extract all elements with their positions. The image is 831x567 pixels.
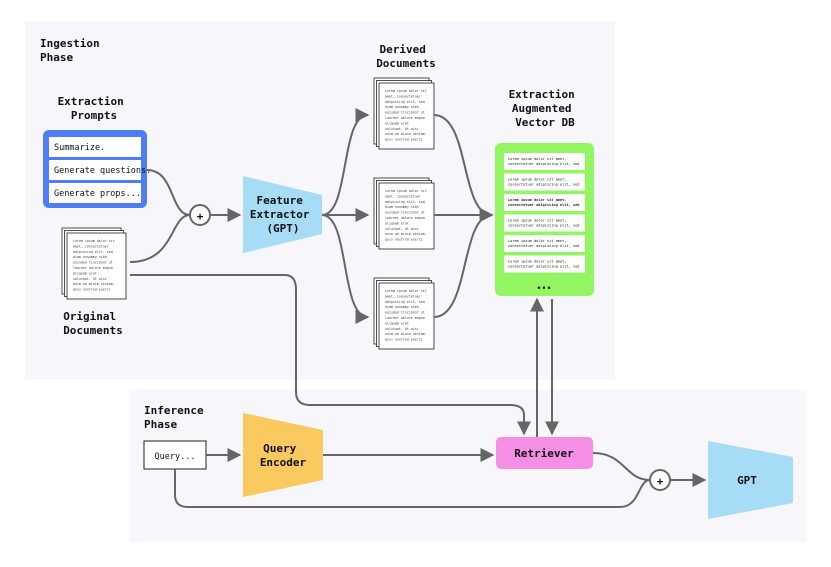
document-text-line: volutpat. Ut wisi bbox=[385, 227, 419, 231]
document-text-line: diam nonummy nibh bbox=[385, 205, 419, 209]
document-text-line: Lorem ipsum dolor sit bbox=[73, 239, 115, 243]
vector-db-row bbox=[504, 194, 585, 211]
document-text-line: enim ad minim veniam, bbox=[385, 232, 427, 236]
vector-db-row-text: Lorem ipsum dolor sit amet, bbox=[508, 157, 566, 161]
retriever-label: Retriever bbox=[514, 447, 574, 460]
document-text-line: amet, consectetuer bbox=[385, 294, 421, 298]
vector-db-row-text: Lorem ipsum dolor sit amet, bbox=[508, 219, 566, 223]
document-text-line: diam nonummy nibh bbox=[385, 105, 419, 109]
document-sheet bbox=[66, 232, 127, 300]
document-text-line: laoreet dolore magna bbox=[385, 216, 425, 220]
document-text-line: aliquam erat bbox=[385, 321, 409, 325]
document-text-line: enim ad minim veniam, bbox=[73, 282, 115, 286]
vector-db-row-text: Lorem ipsum dolor sit amet, bbox=[508, 178, 566, 182]
inference-phase-panel bbox=[130, 390, 806, 542]
document-text-line: aliquam erat bbox=[385, 221, 409, 225]
document-sheet bbox=[378, 82, 435, 150]
document-text-line: laoreet dolore magna bbox=[385, 316, 425, 320]
vector-db-row-text: Lorem ipsum dolor sit amet, bbox=[508, 239, 566, 243]
document-text-line: volutpat. Ut wisi bbox=[385, 127, 419, 131]
document-text-line: Lorem ipsum dolor sit bbox=[385, 189, 427, 193]
document-text-line: euismod tincidunt ut bbox=[385, 111, 425, 115]
prompt-item-generate-props: Generate props... bbox=[54, 189, 141, 199]
document-text-line: enim ad minim veniam, bbox=[385, 132, 427, 136]
document-text-line: Lorem ipsum dolor sit bbox=[385, 289, 427, 293]
document-text-line: diam nonummy nibh bbox=[385, 305, 419, 309]
original-documents-label: Original Documents bbox=[63, 310, 123, 337]
vector-db-row bbox=[504, 153, 585, 170]
vector-db-row-text: Lorem ipsum dolor sit amet, bbox=[508, 198, 566, 202]
extraction-prompts-title: Extraction Prompts bbox=[58, 95, 131, 122]
edges bbox=[129, 108, 707, 508]
document-text-line: amet, consectetuer bbox=[385, 94, 421, 98]
document-text-line: euismod tincidunt ut bbox=[385, 211, 425, 215]
vector-db-row bbox=[504, 214, 585, 232]
document-sheet bbox=[378, 182, 435, 250]
vector-db-row-text: consectetuer adipiscing elit, sed bbox=[508, 162, 579, 166]
document-text-line: volutpat. Ut wisi bbox=[385, 327, 419, 331]
document-text-line: aliquam erat bbox=[385, 121, 409, 125]
document-text-line: quis nostrud exerci bbox=[385, 138, 423, 142]
vector-db-ellipsis: ••• bbox=[536, 284, 551, 294]
document-text-line: quis nostrud exerci bbox=[385, 338, 423, 342]
prompt-item-0-box bbox=[49, 137, 141, 157]
vector-db-row-text: consectetuer adipiscing elit, sed bbox=[508, 244, 579, 248]
document-text-line: amet, consectetuer bbox=[385, 194, 421, 198]
prompt-item-2-box bbox=[49, 183, 141, 203]
document-text-line: enim ad minim veniam, bbox=[385, 332, 427, 336]
retriever bbox=[496, 437, 593, 469]
document-sheet bbox=[378, 282, 435, 350]
vector-db-row bbox=[504, 255, 585, 273]
derived-documents-title: Derived Documents bbox=[376, 43, 436, 70]
gpt-model bbox=[708, 441, 793, 519]
vector-db-row-text: Lorem ipsum dolor sit amet, bbox=[508, 260, 566, 264]
document-text-line: diam nonummy nibh bbox=[73, 255, 107, 259]
vector-db-row-text: consectetuer adipiscing elit, sed bbox=[508, 203, 579, 207]
inference-combine-node-symbol: + bbox=[657, 475, 664, 488]
prompt-item-generate-questions: Generate questions. bbox=[54, 166, 151, 176]
document-text-line: euismod tincidunt ut bbox=[385, 311, 425, 315]
combine-node-symbol: + bbox=[197, 210, 204, 223]
document-text-line: volutpat. Ut wisi bbox=[73, 277, 107, 281]
ingestion-phase-title: Ingestion Phase bbox=[40, 37, 106, 64]
feature-extractor bbox=[243, 176, 322, 253]
document-text-line: laoreet dolore magna bbox=[385, 116, 425, 120]
vector-db-row-text: consectetuer adipiscing elit, sed bbox=[508, 183, 579, 187]
document-text-line: adipiscing elit, sed bbox=[385, 100, 425, 104]
prompt-item-summarize: Summarize. bbox=[54, 143, 105, 153]
vector-db-row-text: consectetuer adipiscing elit, sed bbox=[508, 265, 579, 269]
document-text-line: quis nostrud exerci bbox=[73, 288, 111, 292]
document-text-line: aliquam erat bbox=[73, 271, 97, 275]
query-input-text: Query... bbox=[155, 452, 196, 462]
query-input[interactable] bbox=[143, 440, 207, 470]
document-text-line: Lorem ipsum dolor sit bbox=[385, 89, 427, 93]
vector-db-title: Extraction Augmented Vector DB bbox=[509, 88, 582, 129]
vector-db-row-text: consectetuer adipiscing elit, sed bbox=[508, 224, 579, 228]
document-text-line: euismod tincidunt ut bbox=[73, 261, 113, 265]
query-encoder bbox=[243, 413, 323, 497]
query-encoder-label: Query Encoder bbox=[260, 442, 307, 469]
feature-extractor-label: Feature Extractor (GPT) bbox=[250, 194, 316, 235]
document-text-line: adipiscing elit, sed bbox=[385, 300, 425, 304]
inference-phase-title: Inference Phase bbox=[144, 404, 210, 431]
gpt-model-label: GPT bbox=[737, 474, 757, 487]
document-text-line: amet, consectetuer bbox=[73, 244, 109, 248]
vector-db-row bbox=[504, 173, 585, 191]
document-text-line: laoreet dolore magna bbox=[73, 266, 113, 270]
document-text-line: adipiscing elit, sed bbox=[73, 250, 113, 254]
document-text-line: quis nostrud exerci bbox=[385, 238, 423, 242]
document-text-line: adipiscing elit, sed bbox=[385, 200, 425, 204]
vector-db-row bbox=[504, 235, 585, 252]
prompt-item-1-box bbox=[49, 160, 141, 180]
